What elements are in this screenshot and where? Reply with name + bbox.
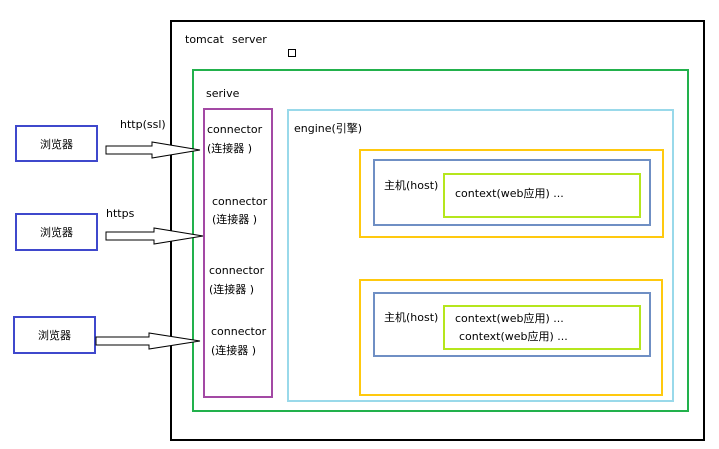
connector-3-name: connector <box>209 264 265 277</box>
connector-box <box>203 108 273 398</box>
browser-box-2: 浏览器 <box>15 213 98 251</box>
service-label: serive <box>206 87 240 100</box>
context-box-2 <box>443 305 641 350</box>
service-box <box>192 69 689 412</box>
virtual-host-box-2 <box>359 279 663 396</box>
browser-2-label: 浏览器 <box>40 226 73 239</box>
arrow-3 <box>95 332 201 350</box>
context-box-1 <box>443 173 641 218</box>
virtual-host-box-1 <box>359 149 664 238</box>
host-1-context-1: context(web应用) ... <box>455 187 564 200</box>
connector-2-sub: (连接器 ) <box>212 213 258 226</box>
connector-2-name: connector <box>212 195 268 208</box>
connector-4-name: connector <box>211 325 267 338</box>
host-1-label: 主机(host) <box>384 179 439 192</box>
protocol-label-1: http(ssl) <box>120 118 166 131</box>
engine-box <box>287 109 674 402</box>
arrow-1 <box>105 141 201 159</box>
host-2-context-1: context(web应用) ... <box>455 312 564 325</box>
connector-4-sub: (连接器 ) <box>211 344 257 357</box>
tomcat-label: tomcat <box>185 33 224 46</box>
browser-1-label: 浏览器 <box>40 137 73 151</box>
host-2-context-2: context(web应用) ... <box>459 330 568 343</box>
connector-1-sub: (连接器 ) <box>207 142 253 155</box>
server-label: server <box>232 33 267 46</box>
small-square-icon <box>288 49 296 57</box>
connector-1-name: connector <box>207 123 263 136</box>
connector-3-sub: (连接器 ) <box>209 283 255 296</box>
arrow-2 <box>105 227 204 245</box>
browser-box-1: 浏览器 <box>15 125 98 162</box>
browser-box-3: 浏览器 <box>13 316 96 354</box>
host-box-2 <box>373 292 651 357</box>
host-2-label: 主机(host) <box>384 311 439 324</box>
engine-label: engine(引擎) <box>294 122 363 135</box>
protocol-label-2: https <box>106 207 135 220</box>
browser-3-label: 浏览器 <box>38 329 71 342</box>
host-box-1 <box>373 159 651 226</box>
